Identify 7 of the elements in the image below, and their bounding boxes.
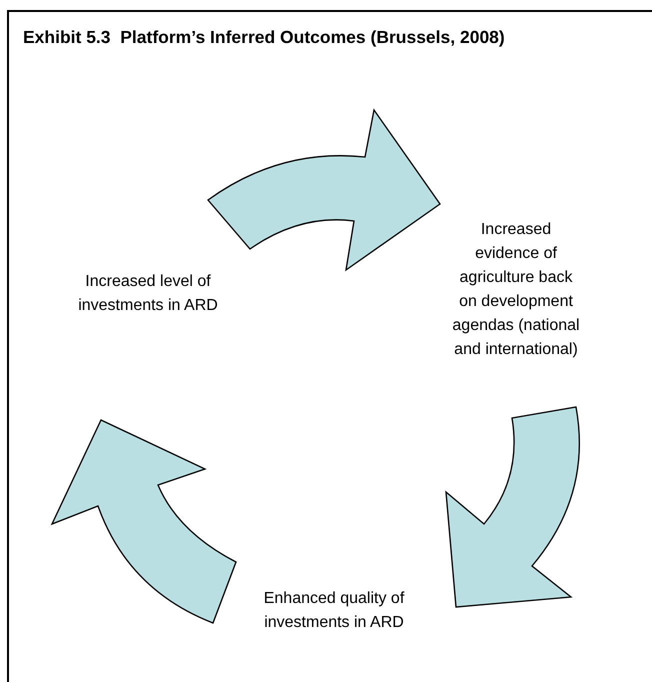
outcome-label: Enhanced quality of investments in ARD <box>262 587 406 635</box>
title: Exhibit 5.3 Platform’s Inferred Outcomes (Brussels, 2008) <box>23 26 506 48</box>
curved-block-arrow <box>51 419 237 624</box>
curved-block-arrow <box>207 109 441 271</box>
outcome-label: Increased level of investments in ARD <box>78 270 218 318</box>
outcome-label: Increased evidence of agriculture back on development agendas (national and international) <box>452 218 580 362</box>
curved-block-arrow <box>445 406 580 608</box>
